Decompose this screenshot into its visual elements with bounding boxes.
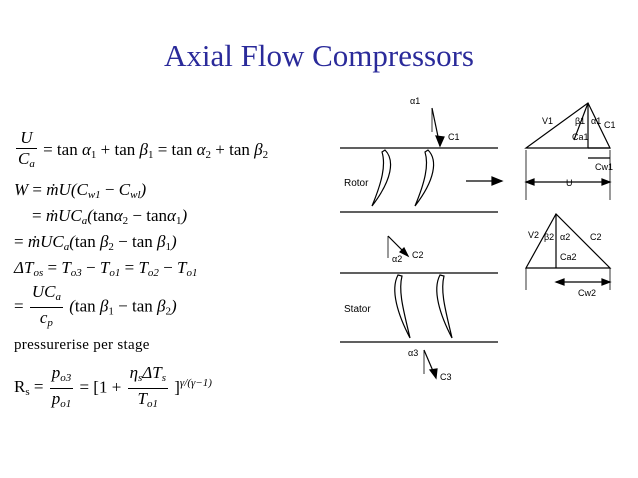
pressure-rise-caption: pressurerise per stage: [14, 337, 150, 353]
slide-title: Axial Flow Compressors: [164, 38, 474, 73]
cw1-label: Cw1: [595, 162, 613, 172]
v2-label: V2: [528, 230, 539, 240]
c3-label: C3: [440, 372, 452, 382]
equation-work-2: = ṁUCa(tanα2 − tanα1): [32, 206, 188, 227]
alpha3-label: α3: [408, 348, 418, 358]
equation-work: W = ṁU(Cw1 − Cwl): [14, 180, 147, 201]
c2-label: C2: [412, 250, 424, 260]
cw2-label: Cw2: [578, 288, 596, 298]
beta2-label: β2: [544, 232, 554, 242]
alpha1-triangle-label: α1: [591, 116, 601, 126]
alpha1-label: α1: [410, 96, 420, 106]
c1-triangle-label: C1: [604, 120, 616, 130]
u-label: U: [566, 178, 573, 188]
rotor-label: Rotor: [344, 178, 369, 189]
beta1-label: β1: [575, 116, 585, 126]
c2-triangle-label: C2: [590, 232, 602, 242]
alpha2-label: α2: [392, 254, 402, 264]
stator-label: Stator: [344, 304, 371, 315]
equation-temperature-rise: ΔTos = To3 − To1 = To2 − To1: [14, 258, 198, 279]
ca1-label: Ca1: [572, 132, 589, 142]
equation-work-3: = ṁUCa(tan β2 − tan β1): [14, 232, 177, 253]
v1-label: V1: [542, 116, 553, 126]
alpha2-triangle-label: α2: [560, 232, 570, 242]
ca2-label: Ca2: [560, 252, 577, 262]
c1-label: C1: [448, 132, 460, 142]
